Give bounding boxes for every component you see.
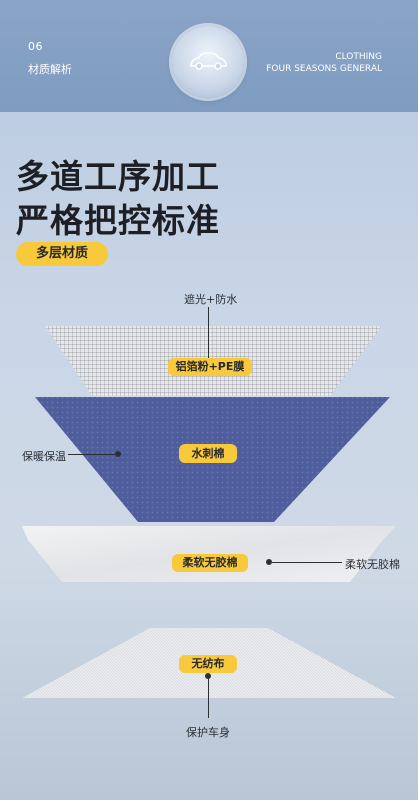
layer3-label: 柔软无胶棉 <box>345 558 400 571</box>
layer3-tag: 柔软无胶棉 <box>172 554 248 572</box>
layer4-callout-line <box>208 678 209 718</box>
top-callout-line <box>208 307 209 360</box>
layer4-tag: 无纺布 <box>179 655 237 673</box>
layer1-tag: 铝箔粉+PE膜 <box>168 358 252 376</box>
layer2-label: 保暖保温 <box>22 450 66 463</box>
top-caption: 遮光+防水 <box>184 293 238 306</box>
layer3-callout-line <box>272 562 342 563</box>
headline-line2: 严格把控标准 <box>16 201 220 240</box>
section-title: 材质解析 <box>28 63 72 76</box>
layer2-tag: 水刺棉 <box>179 444 237 463</box>
layer4-label: 保护车身 <box>186 726 230 739</box>
header-right-line1: CLOTHING <box>335 52 382 62</box>
header-right-line2: FOUR SEASONS GENERAL <box>266 64 382 74</box>
layer4-dot <box>205 673 211 679</box>
car-emblem <box>172 26 244 98</box>
car-icon <box>190 52 227 70</box>
layer3-dot <box>266 559 272 565</box>
section-number: 06 <box>28 40 43 53</box>
layer2-dot <box>115 451 121 457</box>
headline-line1: 多道工序加工 <box>16 157 220 196</box>
header-banner: 06 材质解析 CLOTHING FOUR SEASONS GENERAL <box>0 0 418 112</box>
layer2-callout-line <box>68 454 118 455</box>
material-badge: 多层材质 <box>16 242 108 266</box>
